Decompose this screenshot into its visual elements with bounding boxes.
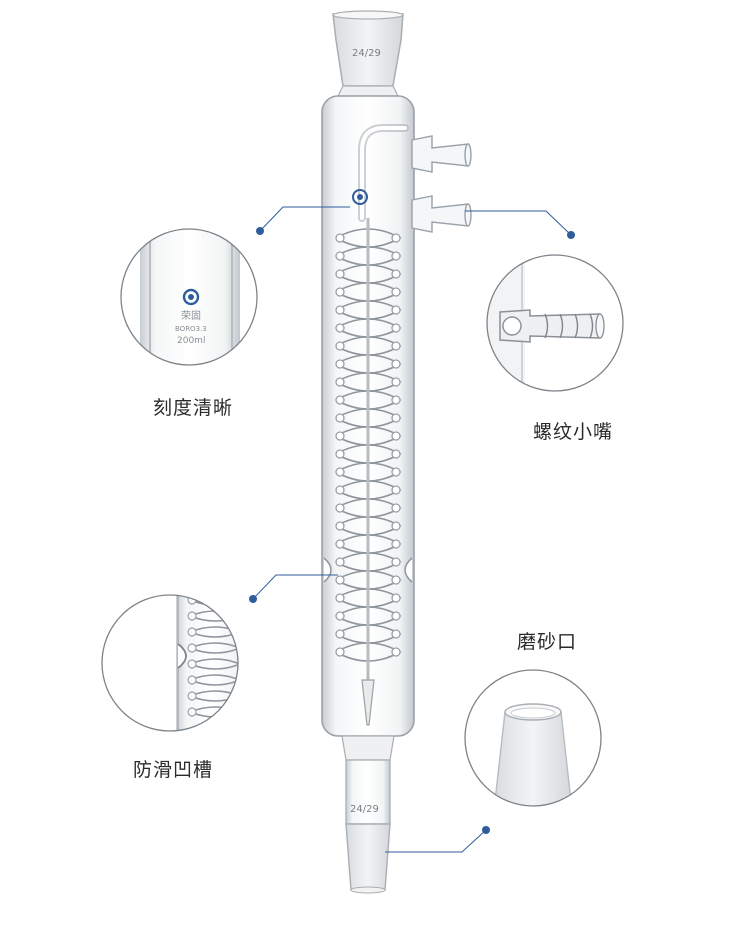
zoom-circle-scale: 荣固 BORO3.3 200ml bbox=[120, 228, 258, 366]
zoom-brand: 荣固 bbox=[181, 310, 201, 322]
bottom-joint bbox=[345, 823, 391, 891]
callout-dot-nozzle bbox=[567, 231, 575, 239]
side-nozzles bbox=[411, 135, 472, 233]
callout-label-ground: 磨砂口 bbox=[517, 631, 578, 653]
callout-label-nozzle: 螺纹小嘴 bbox=[533, 421, 614, 443]
zoom-material: BORO3.3 bbox=[175, 325, 207, 333]
zoom-circle-nozzle bbox=[486, 254, 624, 392]
condenser: 24/29 bbox=[321, 10, 472, 894]
callout-label-groove: 防滑凹槽 bbox=[133, 759, 214, 781]
callout-lines bbox=[252, 206, 572, 853]
callout-dot-groove bbox=[249, 595, 257, 603]
callout-dot-ground bbox=[482, 826, 490, 834]
zoom-circle-ground bbox=[464, 669, 602, 807]
callout-label-scale: 刻度清晰 bbox=[153, 397, 234, 419]
zoom-volume: 200ml bbox=[177, 336, 205, 346]
top-joint-mark: 24/29 bbox=[352, 48, 381, 59]
callout-dot-scale bbox=[256, 227, 264, 235]
brand-logo-icon bbox=[182, 288, 200, 306]
bottom-joint-mark: 24/29 bbox=[350, 804, 379, 815]
zoom-circle-groove bbox=[101, 594, 239, 732]
